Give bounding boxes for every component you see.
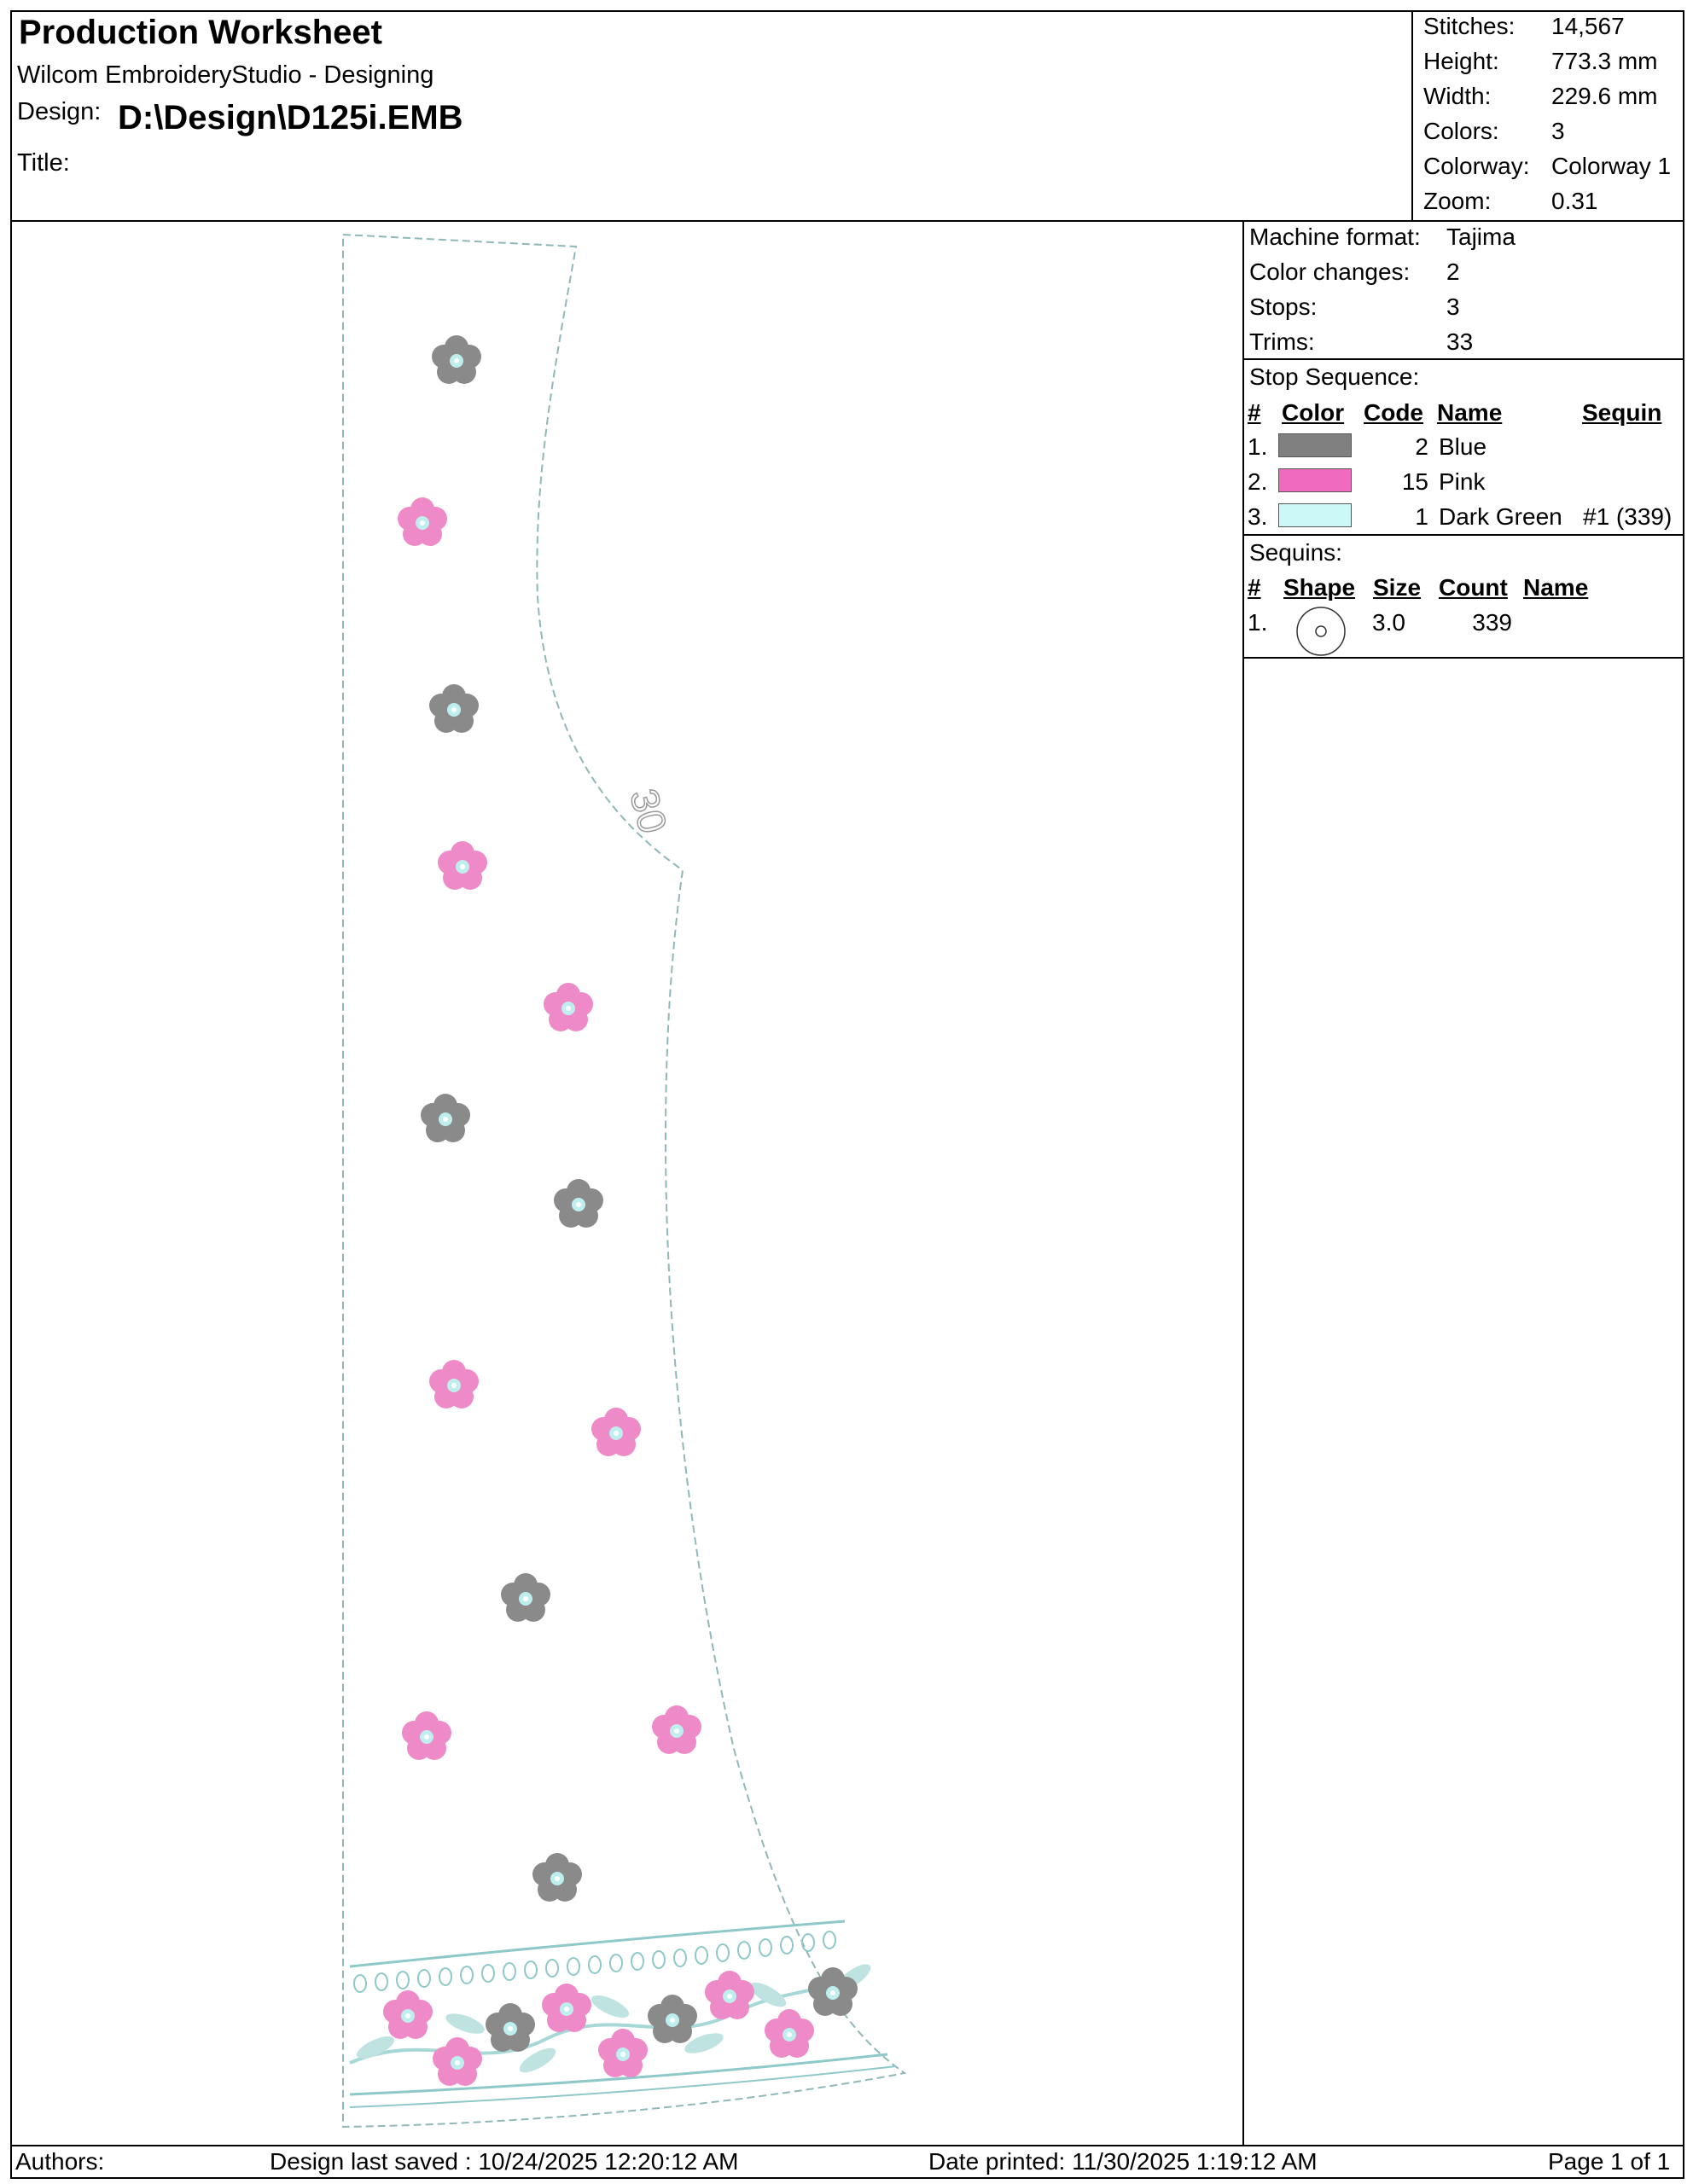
- sequins-title: Sequins:: [1249, 539, 1342, 566]
- machine-value: Tajima: [1446, 224, 1516, 250]
- seq-row-num: 1.: [1248, 609, 1268, 636]
- machine-value: 3: [1446, 293, 1460, 320]
- machine-label: Color changes:: [1249, 258, 1411, 285]
- app-subtitle: Wilcom EmbroideryStudio - Designing: [17, 61, 434, 89]
- col-header-name: Name: [1437, 399, 1503, 426]
- grey-flower-motif: [432, 335, 481, 384]
- stop-row-sequin: #1 (339): [1583, 503, 1673, 530]
- design-label: Design:: [17, 98, 102, 125]
- title-label: Title:: [17, 149, 70, 177]
- pink-flower-motif: [652, 1705, 701, 1754]
- size-mark: 30: [621, 784, 675, 838]
- footer-authors: Authors:: [15, 2148, 105, 2175]
- footer-page-number: Page 1 of 1: [1548, 2148, 1671, 2175]
- seq-row-count: 339: [1472, 609, 1512, 636]
- color-swatch-pink: [1278, 468, 1352, 492]
- stop-row-code: 15: [1401, 468, 1428, 495]
- grey-flower-motif: [532, 1853, 582, 1902]
- seq-header-num: #: [1248, 574, 1261, 601]
- stop-bottom-rule: [1242, 534, 1684, 536]
- pink-flower-motif: [544, 983, 593, 1031]
- footer-last-saved: Design last saved : 10/24/2025 12:20:12 …: [270, 2148, 739, 2175]
- col-header-code: Code: [1364, 399, 1423, 426]
- page-title: Production Worksheet: [19, 14, 382, 51]
- grey-flower-motif: [554, 1179, 603, 1228]
- seq-header-size: Size: [1373, 574, 1422, 601]
- seq-header-name: Name: [1523, 574, 1589, 601]
- design-path: D:\Design\D125i.EMB: [118, 99, 463, 136]
- summary-label: Height:: [1423, 48, 1499, 74]
- pink-flower-motif: [402, 1711, 451, 1760]
- border-band: [349, 1920, 897, 2108]
- summary-value: 0.31: [1551, 188, 1598, 214]
- grey-flower-motif: [501, 1573, 550, 1622]
- color-swatch-grey: [1278, 433, 1352, 457]
- machine-label: Trims:: [1249, 328, 1315, 355]
- stop-row-code: 2: [1415, 433, 1428, 460]
- seq-header-count: Count: [1439, 574, 1508, 601]
- machine-value: 33: [1446, 328, 1474, 355]
- grey-flower-motif: [429, 684, 479, 733]
- machine-label: Machine format:: [1249, 224, 1421, 250]
- stop-row-code: 1: [1415, 503, 1428, 530]
- stop-row-num: 3.: [1248, 503, 1268, 530]
- footer-section: [10, 2145, 1684, 2179]
- pink-flower-motif: [591, 1408, 641, 1456]
- summary-value: 773.3 mm: [1551, 48, 1658, 74]
- info-column-divider: [1242, 220, 1244, 2146]
- stop-row-name: Blue: [1439, 433, 1487, 460]
- machine-label: Stops:: [1249, 293, 1318, 320]
- circle-sequin-icon: [1296, 607, 1346, 656]
- stop-sequence-title: Stop Sequence:: [1249, 363, 1420, 390]
- panel-outline: [342, 233, 907, 2129]
- summary-value: 3: [1551, 118, 1565, 144]
- col-header-num: #: [1248, 399, 1261, 426]
- col-header-sequin: Sequin: [1582, 399, 1662, 426]
- machine-bottom-rule: [1242, 358, 1684, 360]
- summary-label: Zoom:: [1423, 188, 1492, 214]
- stop-row-name: Dark Green: [1439, 503, 1562, 530]
- seq-row-size: 3.0: [1372, 609, 1405, 636]
- seq-header-shape: Shape: [1283, 574, 1356, 601]
- summary-value: 14,567: [1551, 13, 1625, 39]
- sequins-bottom-rule: [1242, 657, 1684, 659]
- stop-row-num: 1.: [1248, 433, 1268, 460]
- design-preview: 30: [342, 233, 907, 2129]
- summary-divider: [1411, 10, 1413, 222]
- pink-flower-motif: [438, 841, 487, 890]
- summary-label: Width:: [1423, 83, 1492, 109]
- col-header-color: Color: [1282, 399, 1345, 426]
- grey-flower-motif: [421, 1094, 470, 1142]
- summary-value: 229.6 mm: [1551, 83, 1658, 109]
- footer-date-printed: Date printed: 11/30/2025 1:19:12 AM: [928, 2148, 1318, 2175]
- machine-value: 2: [1446, 258, 1460, 285]
- stop-row-num: 2.: [1248, 468, 1268, 495]
- summary-label: Colors:: [1423, 118, 1499, 144]
- summary-label: Colorway:: [1423, 153, 1530, 179]
- summary-value: Colorway 1: [1551, 153, 1672, 179]
- summary-label: Stitches:: [1423, 13, 1516, 39]
- color-swatch-mint: [1278, 503, 1352, 527]
- stop-row-name: Pink: [1439, 468, 1486, 495]
- pink-flower-motif: [398, 497, 447, 546]
- pink-flower-motif: [429, 1360, 479, 1409]
